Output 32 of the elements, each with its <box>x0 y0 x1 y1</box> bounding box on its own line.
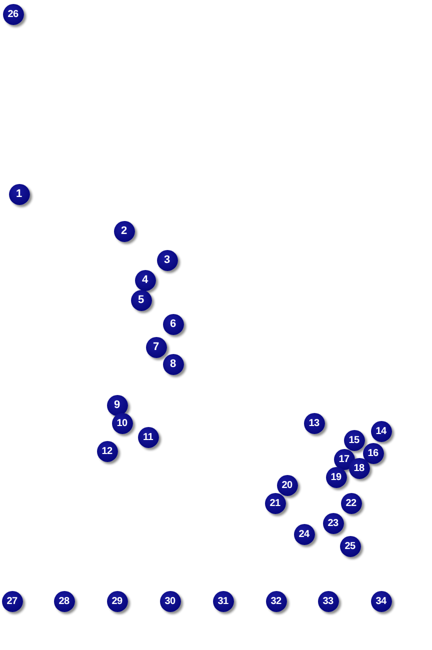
callout-number: 31 <box>212 590 234 612</box>
callout-number: 21 <box>264 492 286 514</box>
callout-number: 6 <box>162 314 184 334</box>
callout-number: 23 <box>322 512 344 534</box>
callout-number: 30 <box>160 590 180 612</box>
callout-number: 14 <box>370 420 392 442</box>
callout-number: 24 <box>294 524 314 544</box>
callout-number: 26 <box>2 4 24 24</box>
callout-number: 15 <box>344 430 364 450</box>
callout-number: 20 <box>276 474 298 496</box>
callout-number: 34 <box>370 590 392 612</box>
callout-number: 9 <box>106 394 128 416</box>
callout-number: 10 <box>112 412 132 434</box>
callout-number: 25 <box>340 536 360 556</box>
callout-number: 2 <box>114 220 134 242</box>
callout-number: 3 <box>156 250 178 270</box>
callout-number: 4 <box>134 270 156 290</box>
callout-number: 27 <box>2 590 22 612</box>
callout-number: 29 <box>106 590 128 612</box>
callout-number: 22 <box>340 492 362 514</box>
callout-number: 13 <box>304 412 324 434</box>
callout-number: 19 <box>326 466 346 488</box>
callout-number: 12 <box>96 440 118 462</box>
callout-number: 28 <box>54 590 74 612</box>
callout-number: 32 <box>266 590 286 612</box>
callout-number: 5 <box>130 290 152 310</box>
callout-number: 11 <box>138 426 158 448</box>
callout-number: 1 <box>8 184 30 204</box>
callout-number: 33 <box>318 590 338 612</box>
callout-number: 16 <box>362 442 384 464</box>
callout-number: 8 <box>162 354 184 374</box>
callout-number: 7 <box>146 336 166 358</box>
